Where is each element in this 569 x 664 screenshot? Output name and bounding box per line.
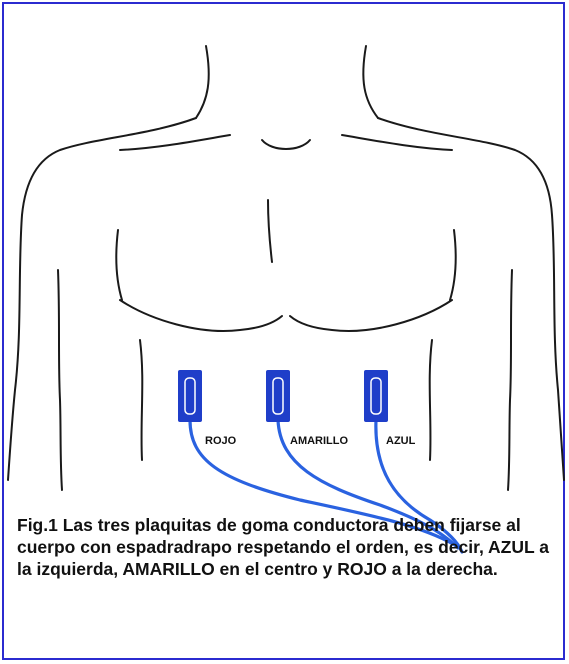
electrode-label-amarillo: AMARILLO [290,435,348,447]
electrode-azul: AZUL [364,370,416,447]
electrode-label-rojo: ROJO [205,435,237,447]
electrode-amarillo: AMARILLO [266,370,348,447]
figure-caption: Fig.1 Las tres plaquitas de goma conduct… [17,514,552,580]
electrode-rojo: ROJO [178,370,237,447]
torso-outline [8,46,564,490]
electrode-label-azul: AZUL [386,435,416,447]
